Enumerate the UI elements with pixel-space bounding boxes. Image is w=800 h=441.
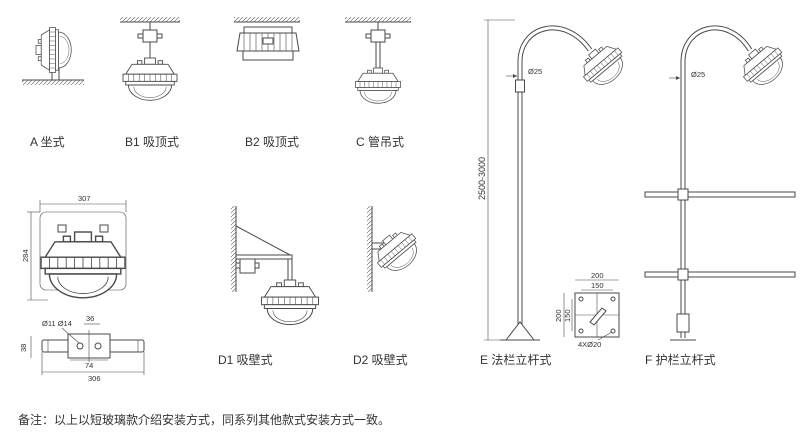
pole-box	[515, 79, 525, 93]
flange-plate-detail: 200 150 200 150 4XØ20	[554, 271, 620, 349]
ceiling-hatch	[234, 17, 300, 22]
dimension-drawing: 307 284 Ø11 Ø14 36 38 74 306	[19, 194, 145, 383]
lamp-ring	[242, 50, 294, 61]
dim-flange-outer-h: 200	[554, 309, 563, 322]
label-e: E 法栏立杆式	[480, 352, 551, 367]
mount-e-flange-pole: 2500-3000 Ø25 200 150 200 150	[477, 19, 633, 349]
bracket-arm	[235, 254, 293, 260]
mount-ear	[57, 224, 67, 233]
mount-c-pendant	[345, 17, 411, 104]
pendant-pipe	[375, 41, 381, 69]
junction-box	[370, 29, 386, 43]
junction-ear	[365, 33, 372, 39]
mount-f-guardrail-pole: Ø25	[644, 25, 796, 341]
pole-bottom-box	[676, 313, 690, 333]
dim-base-height: 38	[19, 344, 28, 352]
mount-d1-wall	[231, 206, 319, 326]
mount-d2-wall	[367, 206, 427, 292]
mount-ear	[99, 224, 109, 233]
guardrail-upper	[644, 191, 796, 198]
dim-flange-outer-w: 200	[591, 271, 604, 280]
mount-plate	[243, 26, 293, 34]
dim-pipe-e: Ø25	[528, 67, 542, 76]
label-d2: D2 吸壁式	[353, 352, 408, 367]
flange-hole	[610, 296, 616, 302]
flange-pipe-section	[589, 307, 607, 326]
leader-line	[61, 327, 80, 344]
flange-hole	[578, 296, 584, 302]
mount-b2-ceiling	[234, 17, 300, 61]
label-c: C 管吊式	[356, 134, 404, 149]
ground-hatch	[22, 80, 84, 85]
label-a: A 坐式	[30, 135, 65, 149]
ceiling-hatch	[120, 17, 180, 22]
junction-ear	[235, 262, 241, 269]
pole-inner	[681, 26, 752, 338]
pole-inner	[518, 26, 592, 338]
label-b2: B2 吸顶式	[245, 135, 299, 149]
guardrail-lower	[644, 271, 796, 278]
leader-line	[597, 331, 613, 341]
junction-ear	[156, 33, 163, 39]
bolt-hole	[76, 342, 84, 350]
dim-flange-inner-w: 150	[591, 281, 604, 290]
label-d1: D1 吸壁式	[218, 352, 273, 367]
wall-hatch	[231, 206, 236, 292]
mount-a-floor	[22, 27, 84, 85]
mount-b1-ceiling	[120, 17, 180, 101]
footnote: 备注：以上以短玻璃款介绍安装方式，同系列其他款式安装方式一致。	[18, 412, 390, 427]
dim-pole-height: 2500-3000	[477, 157, 487, 200]
dim-arrow	[513, 74, 517, 78]
dim-arrow	[676, 76, 680, 80]
dim-overall-width: 307	[78, 194, 91, 203]
junction-ear	[137, 33, 144, 39]
ceiling-hatch	[345, 17, 411, 22]
cable-gland	[262, 37, 274, 45]
dim-flange-inner-h: 150	[563, 309, 572, 322]
dim-bolt-spacing: 74	[85, 361, 93, 370]
label-f: F 护栏立杆式	[645, 352, 716, 367]
dim-overall-height: 284	[21, 249, 30, 262]
dim-base-length: 306	[88, 374, 101, 383]
dim-pipe-f: Ø25	[691, 70, 705, 79]
rail-clamp	[677, 268, 689, 281]
junction-ear	[254, 262, 260, 269]
bracket-brace	[235, 225, 291, 256]
dim-hole-diameters: Ø11 Ø14	[42, 319, 72, 328]
junction-box	[142, 29, 158, 43]
label-b1: B1 吸顶式	[125, 135, 179, 149]
base-plate	[41, 330, 145, 362]
flange-hole	[578, 328, 584, 334]
rail-clamp	[677, 188, 689, 201]
dim-bracket-width: 36	[86, 314, 94, 323]
bolt-hole	[94, 342, 102, 350]
wall-hatch	[367, 206, 372, 292]
junction-ear	[384, 33, 391, 39]
pendant-pipe	[287, 258, 293, 281]
junction-box	[239, 258, 256, 274]
dim-flange-holes: 4XØ20	[578, 340, 601, 349]
